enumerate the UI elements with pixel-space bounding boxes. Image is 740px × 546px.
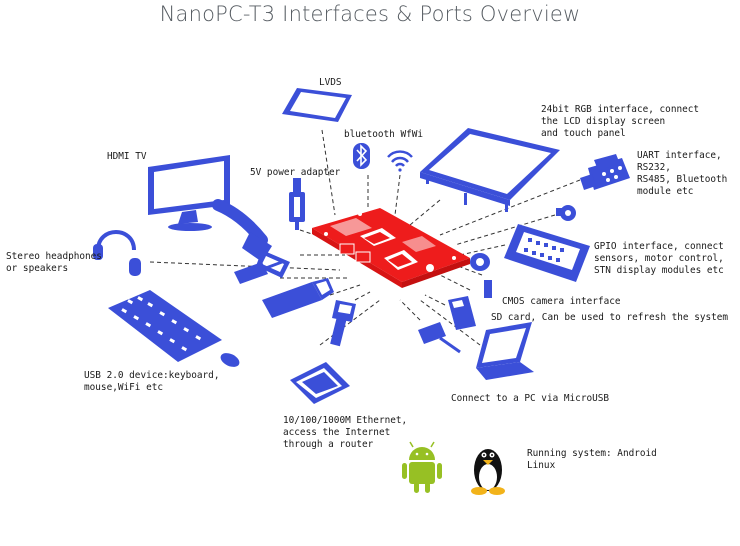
gpio-interface-label: GPIO interface, connect sensors, motor c… (594, 241, 724, 276)
lvds-display-icon (282, 88, 352, 122)
uart-interface-label: UART interface, RS232, RS485, Bluetooth … (637, 150, 728, 197)
wifi-icon (387, 150, 413, 172)
uart-serial-icon (580, 154, 630, 190)
router-icon (290, 362, 350, 404)
rotary-sensor-icon (556, 205, 576, 221)
rgb-interface-label: 24bit RGB interface, connect the LCD dis… (541, 104, 700, 139)
running-system-label: Running system: Android Linux (527, 448, 657, 471)
nanopc-t3-board-icon (312, 208, 470, 288)
microusb-label: Connect to a PC via MicroUSB (451, 393, 610, 404)
bluetooth-wifi-label: bluetooth WfWi (344, 129, 424, 140)
ethernet-label: 10/100/1000M Ethernet, access the Intern… (283, 415, 408, 450)
usb-stick-icon (262, 278, 334, 318)
headphones-icon (93, 230, 141, 276)
laptop-icon (476, 322, 534, 380)
android-logo-icon (402, 441, 442, 493)
gpio-module-icon (504, 224, 590, 282)
cmos-camera-label: CMOS camera interface (502, 296, 621, 307)
microusb-cable-icon (418, 322, 461, 354)
hdmi-tv-label: HDMI TV (107, 151, 147, 162)
bluetooth-icon (353, 143, 370, 169)
ethernet-cable-icon (330, 300, 356, 347)
headphones-label: Stereo headphones or speakers (6, 251, 102, 274)
linux-tux-icon (471, 449, 505, 495)
audio-jack-icon (234, 260, 283, 284)
keyboard-icon (108, 290, 222, 362)
rgb-lcd-panel-icon (420, 128, 560, 212)
page-title: NanoPC-T3 Interfaces & Ports Overview (159, 2, 581, 26)
lvds-label: LVDS (319, 77, 342, 88)
cmos-camera-icon (470, 253, 492, 298)
sd-card-icon (448, 296, 476, 330)
power-adapter-label: 5V power adapter (250, 167, 341, 178)
mouse-icon (220, 353, 240, 367)
power-adapter-icon (289, 178, 305, 230)
hdmi-tv-icon (148, 155, 230, 231)
sd-card-label: SD card, Can be used to refresh the syst… (491, 312, 729, 323)
usb-device-label: USB 2.0 device:keyboard, mouse,WiFi etc (84, 370, 220, 393)
